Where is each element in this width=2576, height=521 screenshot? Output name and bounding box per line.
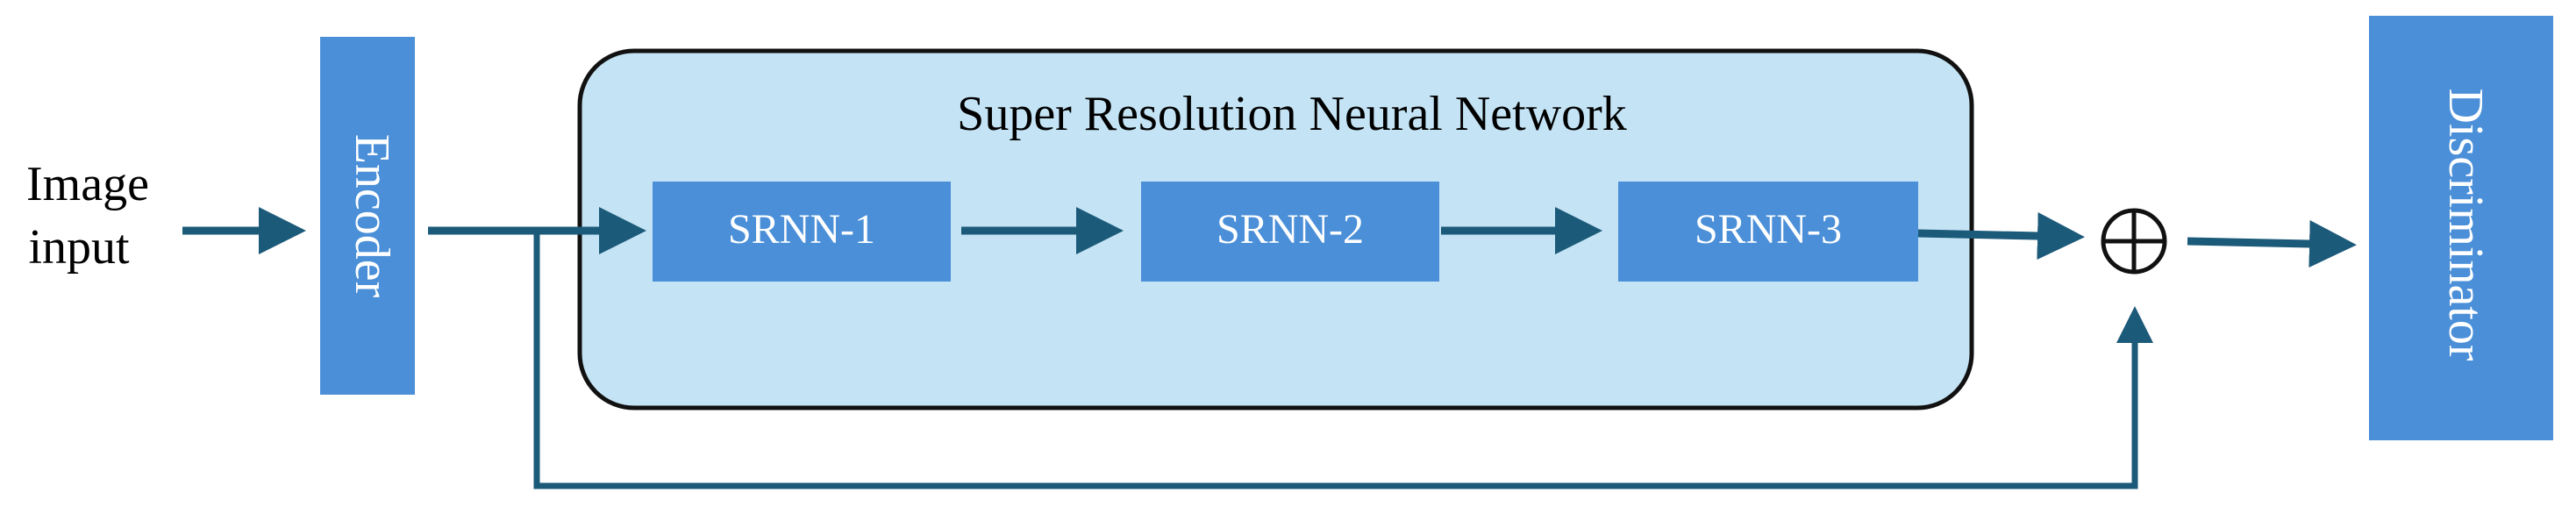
discriminator-block[interactable]: Discriminator — [2369, 16, 2553, 440]
skip-connection-line — [533, 231, 2153, 489]
srnn-1-rect — [653, 182, 951, 282]
discriminator-label: Discriminator — [2438, 88, 2493, 360]
image-input-label: Image input — [26, 157, 149, 275]
srnn-3-label: SRNN-3 — [1695, 206, 1842, 253]
encoder-block[interactable]: Encoder — [320, 37, 415, 395]
arrow-srnn3-to-sum — [1917, 212, 2085, 260]
srnn-2-block[interactable]: SRNN-2 — [1141, 182, 1439, 282]
srnn-3-rect — [1618, 182, 1918, 282]
srnn-3-block[interactable]: SRNN-3 — [1618, 182, 1918, 282]
srnn-1-block[interactable]: SRNN-1 — [653, 182, 951, 282]
arrow-sum-to-discriminator — [2187, 220, 2357, 268]
encoder-label: Encoder — [345, 134, 399, 298]
srnn-2-rect — [1141, 182, 1439, 282]
discriminator-block-rect — [2369, 16, 2553, 440]
image-input-label-line1: Image — [26, 157, 149, 211]
encoder-block-rect — [320, 37, 415, 395]
srnn-2-label: SRNN-2 — [1217, 206, 1364, 253]
srnn-group-title: Super Resolution Neural Network — [957, 87, 1627, 141]
sum-node-icon — [2101, 208, 2167, 275]
image-input-label-line2: input — [28, 220, 130, 275]
srnn-1-label: SRNN-1 — [728, 206, 875, 253]
